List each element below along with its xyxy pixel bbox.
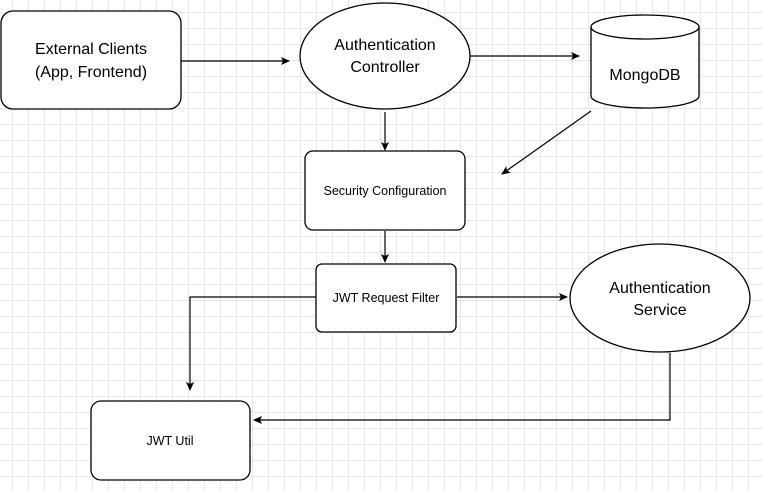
node-jwt-request-filter[interactable]: JWT Request Filter <box>315 263 457 333</box>
mongodb-label: MongoDB <box>609 67 680 84</box>
mongodb-cylinder-top <box>590 14 700 40</box>
node-authentication-controller[interactable]: Authentication Controller <box>299 2 471 110</box>
edge-auth-service-to-jwt-util <box>253 353 671 424</box>
node-external-clients[interactable]: External Clients (App, Frontend) <box>0 10 182 110</box>
external-clients-box <box>0 10 182 110</box>
jwt-request-filter-box <box>315 263 457 333</box>
mongodb-cylinder-body <box>590 27 700 109</box>
jwt-util-label: JWT Util <box>147 434 194 448</box>
node-mongodb[interactable]: MongoDB <box>590 14 700 109</box>
edge-jwt-filter-to-jwt-util <box>186 296 316 391</box>
authentication-service-line2: Service <box>633 302 686 319</box>
authentication-controller-ellipse <box>299 2 471 110</box>
authentication-service-line1: Authentication <box>609 280 710 297</box>
node-authentication-service[interactable]: Authentication Service <box>569 243 751 353</box>
node-security-configuration[interactable]: Security Configuration <box>304 150 466 231</box>
edge-mongodb-to-security-config <box>501 110 592 175</box>
authentication-controller-line1: Authentication <box>334 37 435 54</box>
security-configuration-box <box>304 150 466 231</box>
external-clients-line1: External Clients <box>35 41 147 58</box>
node-jwt-util[interactable]: JWT Util <box>90 400 251 481</box>
authentication-service-ellipse <box>569 243 751 353</box>
authentication-controller-line2: Controller <box>350 59 420 76</box>
security-configuration-label: Security Configuration <box>324 184 447 198</box>
jwt-request-filter-label: JWT Request Filter <box>333 291 440 305</box>
edges <box>181 52 671 424</box>
jwt-util-box <box>90 400 251 481</box>
external-clients-line2: (App, Frontend) <box>35 64 147 81</box>
